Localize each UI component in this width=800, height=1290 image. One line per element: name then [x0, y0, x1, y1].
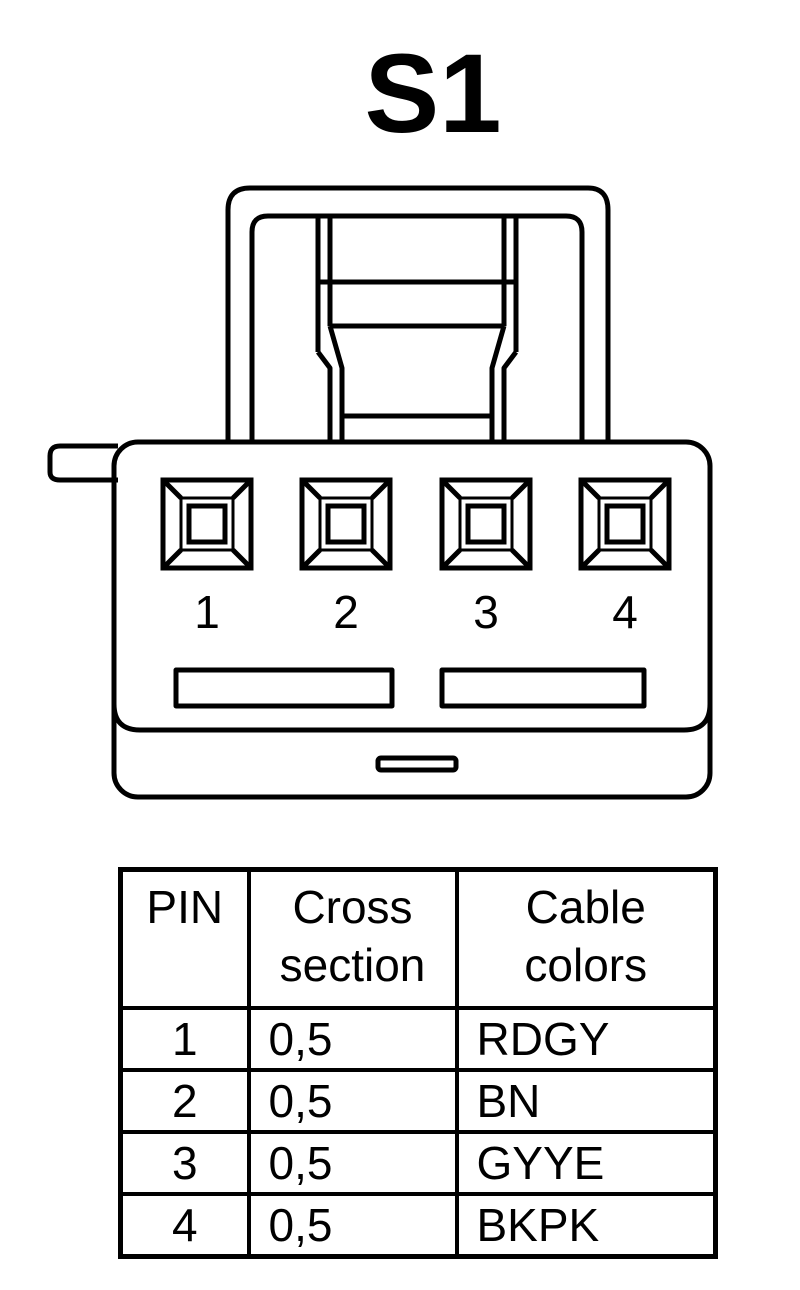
- cell-color: BKPK: [454, 1192, 718, 1259]
- cell-cross-section: 0,5: [246, 1192, 459, 1259]
- latch-outer: [225, 185, 611, 442]
- cell-pin: 4: [118, 1192, 251, 1259]
- table-row: 3 0,5 GYYE: [118, 1130, 718, 1196]
- pin-label: 1: [194, 586, 220, 638]
- housing-face: [111, 703, 713, 733]
- cell-cross-section: 0,5: [246, 1130, 459, 1196]
- cell-color: BN: [454, 1068, 718, 1134]
- header-pin: PIN: [118, 867, 251, 1010]
- pin-label: 2: [333, 586, 359, 638]
- table-row: 1 0,5 RDGY: [118, 1006, 718, 1072]
- cell-pin: 2: [118, 1068, 251, 1134]
- latch-inner: [249, 213, 585, 442]
- bottom-slot: [375, 755, 459, 773]
- pin-label: 4: [612, 586, 638, 638]
- cell-color: RDGY: [454, 1006, 718, 1072]
- pin-label: 3: [473, 586, 499, 638]
- pin-cavity: [578, 477, 672, 571]
- side-tab: [47, 443, 118, 483]
- table-row: 4 0,5 BKPK: [118, 1192, 718, 1259]
- cell-cross-section: 0,5: [246, 1006, 459, 1072]
- connector-title: S1: [364, 31, 502, 156]
- table-row: 2 0,5 BN: [118, 1068, 718, 1134]
- connector-diagram: 1 2 3 4: [47, 185, 713, 800]
- cell-color: GYYE: [454, 1130, 718, 1196]
- pin-cavity: [160, 477, 254, 571]
- slot-right: [439, 667, 647, 709]
- pin-cavity: [299, 477, 393, 571]
- cell-cross-section: 0,5: [246, 1068, 459, 1134]
- housing-outer: [111, 439, 713, 800]
- slot-left: [173, 667, 395, 709]
- pin-cavity: [439, 477, 533, 571]
- cell-pin: 1: [118, 1006, 251, 1072]
- cell-pin: 3: [118, 1130, 251, 1196]
